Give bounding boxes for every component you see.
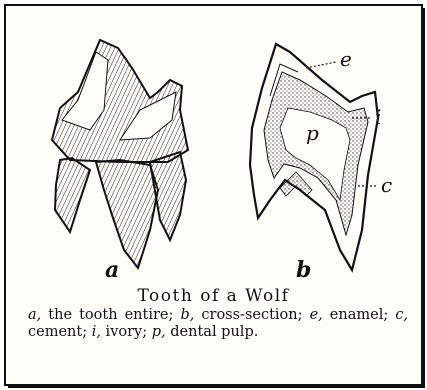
legend-key-c: c, [395, 307, 408, 323]
label-ivory: i [375, 105, 381, 129]
legend-key-b: b, [180, 307, 194, 323]
tooth-cross-section-drawing [250, 44, 378, 270]
tooth-entire-drawing [52, 40, 188, 268]
legend-text-p: dental pulp. [166, 324, 259, 340]
legend-text-b: cross-section; [194, 307, 309, 323]
label-enamel: e [340, 47, 352, 71]
legend-text-i: ivory; [101, 324, 152, 340]
legend-key-e: e, [310, 307, 323, 323]
label-cement: c [381, 173, 392, 197]
legend-key-a: a, [28, 307, 41, 323]
legend-text-a: the tooth entire; [41, 307, 180, 323]
label-tooth-a: a [105, 257, 119, 283]
legend-key-i: i, [92, 324, 101, 340]
legend-text-e: enamel; [323, 307, 396, 323]
legend-key-p: p, [152, 324, 166, 340]
label-tooth-b: b [296, 257, 311, 283]
figure-legend: a, the tooth entire; b, cross-section; e… [28, 307, 408, 341]
label-pulp: p [306, 121, 319, 145]
figure-title: Tooth of a Wolf [0, 286, 427, 306]
legend-text-c: cement; [28, 324, 92, 340]
